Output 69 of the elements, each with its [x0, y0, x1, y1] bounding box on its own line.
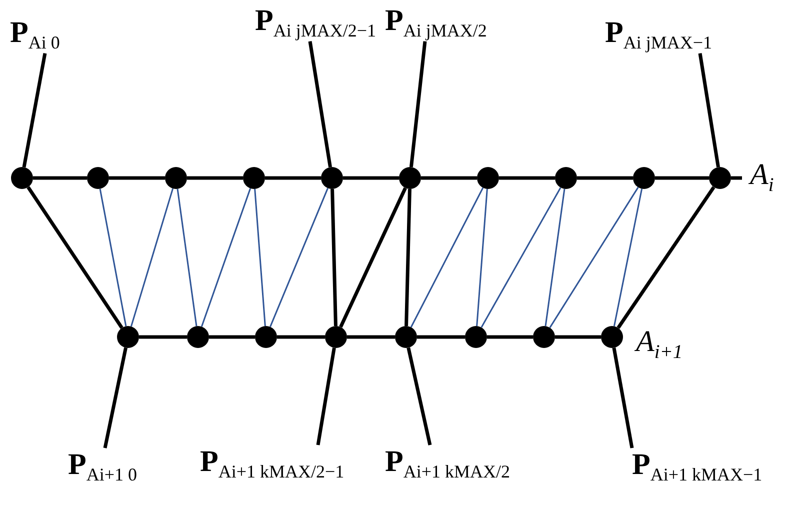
mesh-point	[165, 167, 187, 189]
mesh-line	[613, 188, 643, 326]
mesh-point	[11, 167, 33, 189]
mesh-line	[476, 188, 488, 326]
mesh-line	[270, 188, 328, 328]
mesh-point	[709, 167, 731, 189]
mesh-line	[339, 187, 407, 328]
mesh-point	[187, 326, 209, 348]
leader-line	[103, 347, 128, 448]
mesh-point	[325, 326, 347, 348]
point-label: P$_{Ai+1 kMAX/2−1}$	[200, 447, 344, 480]
mesh-point	[465, 326, 487, 348]
mesh-line	[209, 335, 255, 339]
leader-line	[22, 52, 47, 168]
line-label: A$_{i}$	[750, 158, 774, 197]
mesh-line	[343, 176, 399, 180]
point-label: P$_{Ai 0}$	[10, 18, 60, 52]
mesh-line	[277, 335, 325, 339]
mesh-line	[109, 176, 165, 180]
mesh-point	[633, 167, 655, 189]
point-label: P$_{Ai+1 kMAX−1}$	[632, 450, 762, 484]
mesh-line	[417, 335, 465, 339]
mesh-point	[87, 167, 109, 189]
mesh-line	[410, 187, 484, 328]
mesh-point	[255, 326, 277, 348]
mesh-point	[117, 326, 139, 348]
mesh-point	[555, 167, 577, 189]
mesh-line	[139, 335, 187, 339]
mesh-line	[265, 176, 321, 180]
mesh-line	[616, 186, 716, 329]
point-label: P$_{Ai jMAX/2}$	[385, 6, 487, 40]
leader-line	[406, 347, 432, 446]
mesh-line	[99, 188, 127, 326]
mesh-line	[187, 176, 243, 180]
mesh-line	[544, 188, 566, 326]
mesh-line	[130, 188, 174, 327]
point-label: P$_{Ai jMAX−1}$	[605, 18, 712, 52]
point-label: P$_{Ai jMAX/2−1}$	[255, 6, 376, 40]
mesh-line	[33, 176, 87, 180]
mesh-line	[487, 335, 533, 339]
mesh-line	[549, 186, 639, 328]
leader-line	[698, 53, 720, 168]
mesh-line	[254, 188, 266, 326]
mesh-point	[533, 326, 555, 348]
mesh-point	[395, 326, 417, 348]
mesh-line	[404, 188, 412, 326]
mesh-line	[655, 176, 709, 180]
mesh-point	[477, 167, 499, 189]
mesh-line	[499, 176, 555, 180]
leader-line	[612, 348, 634, 448]
mesh-point	[243, 167, 265, 189]
mesh-line	[577, 176, 633, 180]
line-label: A$_{i+1}$	[636, 325, 683, 364]
point-label: P$_{Ai+1 0}$	[68, 450, 137, 484]
point-label: P$_{Ai+1 kMAX/2}$	[385, 447, 510, 480]
mesh-line	[330, 188, 338, 326]
mesh-line	[480, 187, 562, 328]
mesh-point	[321, 167, 343, 189]
leader-line	[316, 348, 336, 446]
mesh-line	[347, 335, 395, 339]
mesh-line	[421, 176, 477, 180]
mesh-line	[26, 186, 124, 329]
mesh-line	[200, 188, 252, 327]
leader-line	[409, 41, 427, 168]
mesh-line	[176, 188, 198, 326]
mesh-line	[555, 335, 601, 339]
mesh-point	[399, 167, 421, 189]
mesh-point	[601, 326, 623, 348]
leader-line	[308, 41, 332, 168]
